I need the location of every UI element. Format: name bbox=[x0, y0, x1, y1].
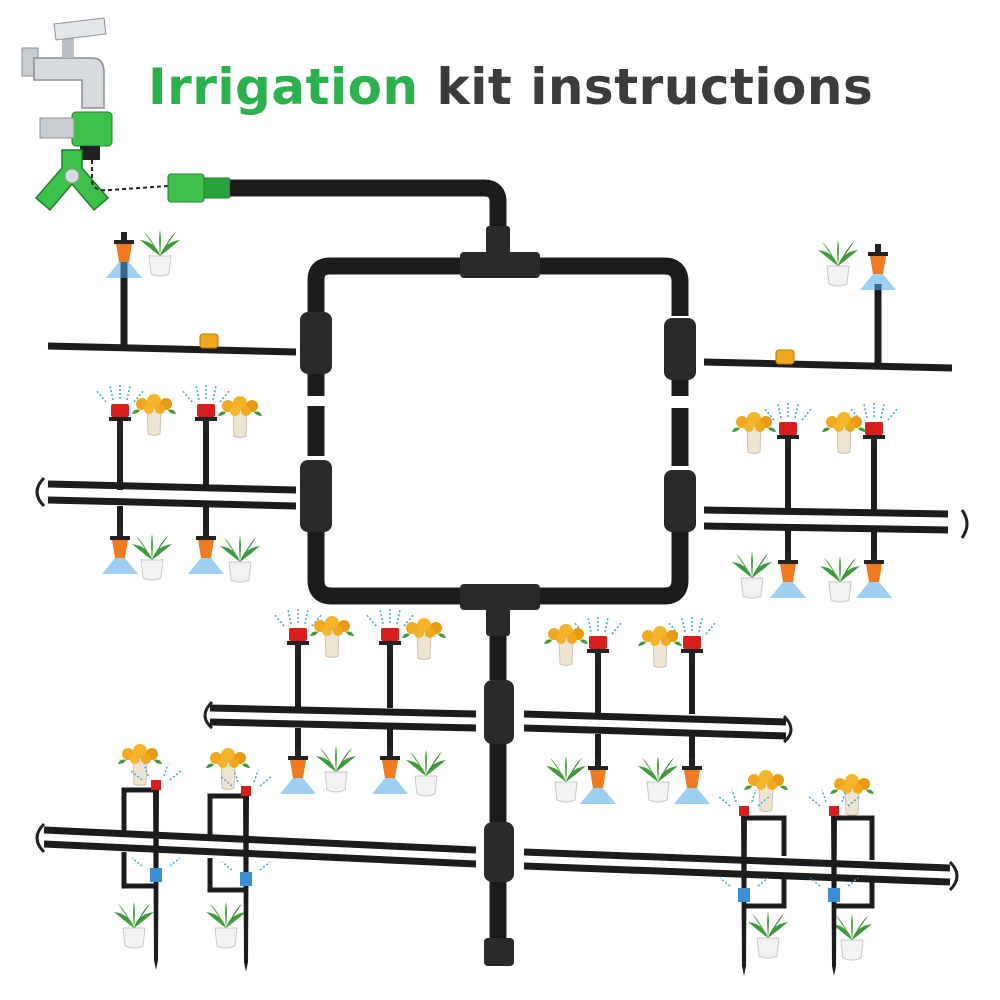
stake-sprinkler-icon bbox=[121, 763, 875, 976]
valve-icon bbox=[199, 333, 795, 365]
title-highlight: Irrigation bbox=[148, 58, 419, 116]
main-loop bbox=[307, 257, 689, 940]
drip-drops-left bbox=[117, 424, 877, 758]
page-title: Irrigation kit instructions bbox=[148, 58, 873, 116]
hose-connector-icon bbox=[167, 173, 231, 203]
guide-line bbox=[91, 160, 169, 192]
hose-adapter-icon bbox=[39, 111, 113, 160]
title-rest: kit instructions bbox=[436, 58, 874, 116]
y-splitter-icon bbox=[34, 149, 110, 212]
faucet-icon bbox=[21, 17, 107, 109]
main-supply-line bbox=[230, 179, 507, 232]
end-plug-icon bbox=[35, 476, 969, 892]
t-connector-icon bbox=[300, 226, 696, 966]
distribution-lines bbox=[43, 262, 953, 886]
